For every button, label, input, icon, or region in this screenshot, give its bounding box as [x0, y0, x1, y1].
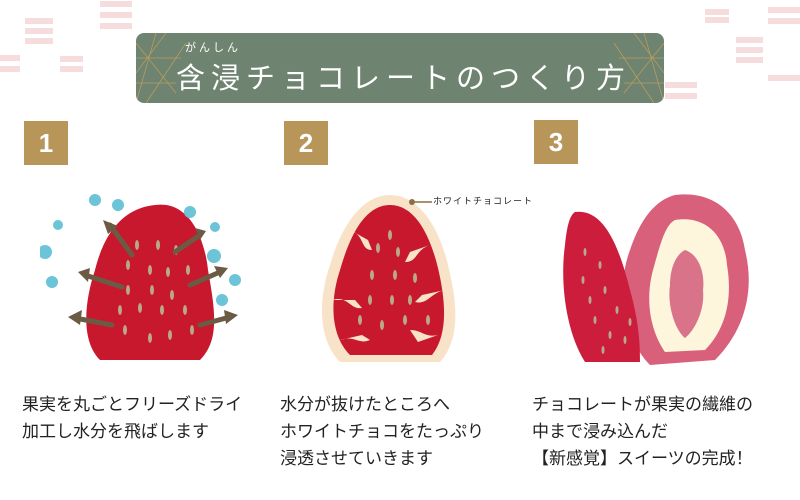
- step-3-line-3: 【新感覚】スイーツの完成！: [532, 449, 753, 469]
- step-1-line-1: 果実を丸ごとフリーズドライ: [22, 395, 243, 415]
- step-3-line-1: チョコレートが果実の繊維の: [532, 395, 753, 415]
- cut-strawberry-cross-section-icon: [563, 194, 749, 365]
- white-chocolate-callout: ホワイトチョコレート: [433, 197, 534, 207]
- step-3-line-2: 中まで浸み込んだ: [532, 422, 668, 442]
- white-chocolate-infused-strawberry-icon: [321, 195, 456, 362]
- title-banner: がんしん 含浸チョコレートのつくり方: [136, 33, 664, 103]
- evaporation-arrows: [72, 222, 233, 328]
- step-1-line-2: 加工し水分を飛ばします: [22, 422, 209, 442]
- step-2-line-1: 水分が抜けたところへ: [280, 395, 450, 415]
- water-drops: [40, 194, 241, 306]
- asanoha-pattern-icon: [136, 33, 187, 103]
- step-3-badge: 3: [534, 120, 578, 164]
- step-2-line-3: 浸透させていきます: [280, 449, 433, 469]
- step-2-description: 水分が抜けたところへ ホワイトチョコをたっぷり 浸透させていきます: [280, 392, 484, 473]
- page-title: 含浸チョコレートのつくり方: [176, 61, 632, 95]
- step-2-badge: 2: [284, 121, 328, 165]
- step-2-line-2: ホワイトチョコをたっぷり: [280, 422, 484, 442]
- callout-dot: [409, 199, 415, 205]
- freeze-dried-strawberry-icon: [40, 194, 241, 360]
- title-ruby: がんしん: [185, 41, 241, 54]
- step-1-badge: 1: [24, 121, 68, 165]
- asanoha-pattern-icon: [613, 33, 664, 103]
- step-1-description: 果実を丸ごとフリーズドライ 加工し水分を飛ばします: [22, 392, 242, 446]
- step-3-description: チョコレートが果実の繊維の 中まで浸み込んだ 【新感覚】スイーツの完成！: [532, 392, 753, 473]
